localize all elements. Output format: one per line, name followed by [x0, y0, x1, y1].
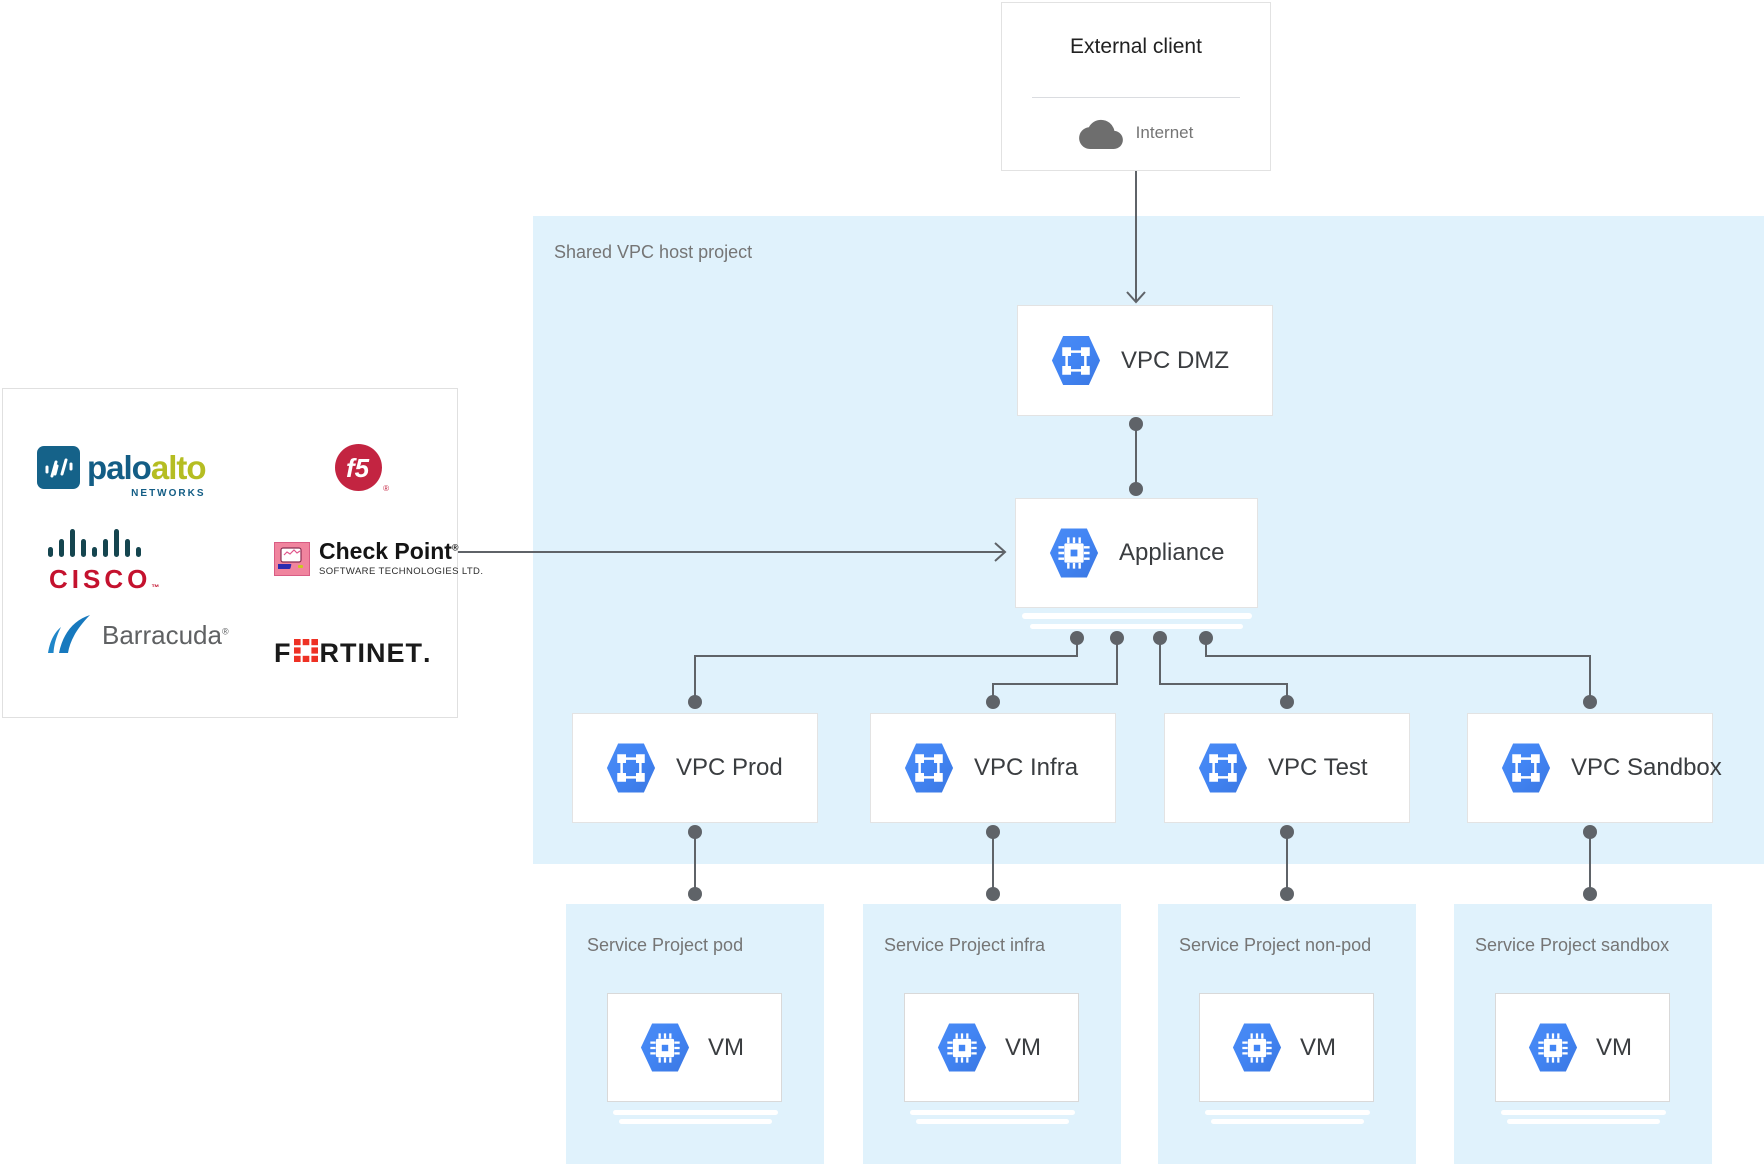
- vpc-icon: [1051, 336, 1101, 385]
- vm-label: VM: [1005, 1033, 1041, 1061]
- vpc-test-label: VPC Test: [1268, 754, 1368, 781]
- cisco-bars-icon: [48, 529, 141, 557]
- service-project-pod-panel: Service Project pod VM: [566, 904, 824, 1164]
- external-client-title: External client: [1070, 35, 1202, 58]
- connector-dot: [1583, 887, 1597, 901]
- vpc-test-node: VPC Test: [1164, 713, 1410, 823]
- vm-label: VM: [1300, 1033, 1336, 1061]
- stack-decoration: [619, 1119, 772, 1124]
- cisco-trademark: ™: [151, 583, 160, 592]
- vpc-sandbox-label: VPC Sandbox: [1571, 754, 1722, 781]
- f5-registered-mark: ®: [383, 484, 389, 493]
- vpc-infra-label: VPC Infra: [974, 754, 1079, 781]
- paloalto-networks-logo: paloalto NETWORKS: [37, 446, 207, 499]
- vm-label: VM: [1596, 1033, 1632, 1061]
- vpc-icon: [606, 743, 656, 793]
- f5-text: f5: [345, 452, 370, 483]
- connector-dot: [688, 887, 702, 901]
- cloud-icon: [1078, 118, 1123, 149]
- vpc-icon: [904, 743, 954, 793]
- stack-decoration: [910, 1110, 1075, 1115]
- shared-vpc-host-project-label: Shared VPC host project: [554, 242, 753, 262]
- barracuda-logo: Barracuda®: [44, 613, 229, 657]
- service-project-label: Service Project infra: [884, 935, 1046, 955]
- cisco-logo: CISCO™: [46, 525, 159, 592]
- stack-decoration: [916, 1119, 1069, 1124]
- checkpoint-title: Check Point: [319, 538, 452, 564]
- vpc-prod-label: VPC Prod: [676, 754, 783, 781]
- service-project-non-pod-panel: Service Project non-pod VM: [1158, 904, 1416, 1164]
- vpc-sandbox-node: VPC Sandbox: [1467, 713, 1722, 823]
- appliance-label: Appliance: [1119, 539, 1225, 566]
- vm-node: VM: [1495, 993, 1670, 1102]
- stack-decoration: [1501, 1110, 1666, 1115]
- paloalto-sub: NETWORKS: [131, 488, 206, 499]
- vpc-icon: [1501, 743, 1551, 793]
- stack-decoration: [1030, 624, 1243, 629]
- paloalto-word1: palo: [87, 449, 152, 486]
- external-client-box: External client Internet: [1001, 2, 1271, 171]
- service-project-infra-panel: Service Project infra VM: [863, 904, 1121, 1164]
- service-project-label: Service Project sandbox: [1475, 935, 1670, 955]
- barracuda-wordmark: Barracuda®: [102, 619, 229, 650]
- chip-icon: [937, 1023, 987, 1072]
- appliance-vendors-box: paloalto NETWORKS f5 ®: [2, 388, 483, 718]
- vpc-dmz-label: VPC DMZ: [1121, 346, 1229, 374]
- checkpoint-sub: SOFTWARE TECHNOLOGIES LTD.: [319, 566, 484, 577]
- fortinet-o-icon: [293, 639, 318, 667]
- connector-dot: [986, 887, 1000, 901]
- stack-decoration: [1211, 1119, 1364, 1124]
- internet-label: Internet: [1135, 123, 1194, 142]
- divider: [1032, 97, 1240, 98]
- fortinet-post: RTINET: [319, 637, 423, 668]
- paloalto-word2: alto: [150, 449, 207, 486]
- checkpoint-logo: Check Point® SOFTWARE TECHNOLOGIES LTD.: [274, 540, 483, 577]
- barracuda-registered-mark: ®: [221, 625, 229, 636]
- f5-logo: f5 ®: [335, 444, 389, 493]
- paloalto-icon: [37, 446, 80, 489]
- vm-node: VM: [1199, 993, 1374, 1102]
- service-project-label: Service Project non-pod: [1179, 935, 1372, 955]
- chip-icon: [640, 1023, 690, 1072]
- stack-decoration: [1022, 613, 1252, 619]
- vpc-prod-node: VPC Prod: [572, 713, 818, 823]
- stack-decoration: [1507, 1119, 1660, 1124]
- barracuda-swoosh-icon: [48, 615, 90, 653]
- service-project-sandbox-panel: Service Project sandbox VM: [1454, 904, 1712, 1164]
- vpc-infra-node: VPC Infra: [870, 713, 1116, 823]
- cisco-wordmark: CISCO™: [49, 564, 160, 594]
- appliance-node: Appliance: [1015, 498, 1258, 608]
- vm-label: VM: [708, 1033, 744, 1061]
- vm-node: VM: [904, 993, 1079, 1102]
- chip-icon: [1528, 1023, 1578, 1072]
- f5-icon: f5 ®: [335, 444, 389, 493]
- vpc-dmz-node: VPC DMZ: [1017, 305, 1273, 416]
- service-project-label: Service Project pod: [587, 935, 744, 955]
- connector-dot: [1280, 887, 1294, 901]
- stack-decoration: [613, 1110, 778, 1115]
- fortinet-logo: F RTINET.: [274, 639, 432, 667]
- chip-icon: [1232, 1023, 1282, 1072]
- chip-icon: [1049, 528, 1099, 578]
- vm-node: VM: [607, 993, 782, 1102]
- fortinet-dot: .: [423, 637, 432, 668]
- vpc-icon: [1198, 743, 1248, 793]
- checkpoint-icon: [274, 541, 310, 576]
- fortinet-pre: F: [274, 637, 292, 668]
- stack-decoration: [1205, 1110, 1370, 1115]
- checkpoint-registered-mark: ®: [451, 542, 459, 553]
